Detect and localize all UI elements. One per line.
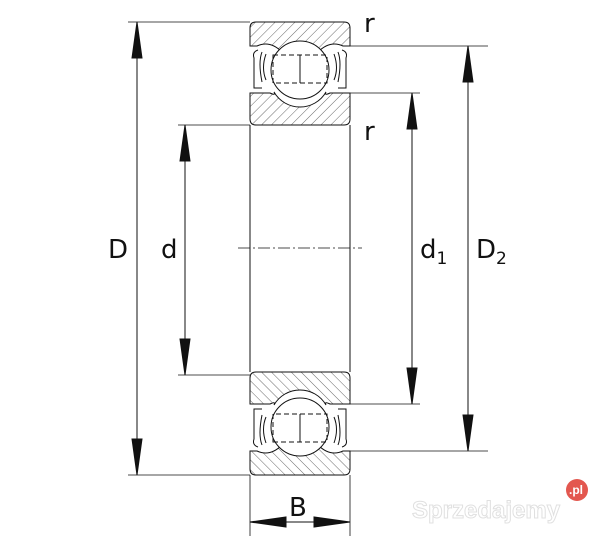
label-r-outer: r xyxy=(364,9,375,39)
watermark-text: Sprzedajemy xyxy=(412,497,561,524)
bearing-section-bottom xyxy=(249,371,351,476)
dimension-B xyxy=(249,516,351,528)
label-d: d xyxy=(161,235,178,265)
seal-right-top xyxy=(333,49,347,89)
label-D2: D2 xyxy=(476,235,507,269)
extension-lines xyxy=(128,21,488,536)
dimension-d xyxy=(179,124,191,376)
arrow-down-icon xyxy=(131,438,143,476)
label-r-inner: r xyxy=(364,117,375,147)
arrow-up-icon xyxy=(179,124,191,162)
seal-left-top xyxy=(253,49,267,89)
bearing-section-top xyxy=(249,21,351,126)
arrow-up-icon xyxy=(462,45,474,83)
dimension-d1 xyxy=(406,92,418,405)
watermark-logo: Sprzedajemy .pl xyxy=(412,479,588,525)
label-D: D xyxy=(108,235,128,265)
label-B: B xyxy=(289,493,307,523)
dimension-D xyxy=(131,21,143,476)
label-d1: d1 xyxy=(420,235,447,269)
inner-ring-top xyxy=(249,91,351,126)
arrow-down-icon xyxy=(406,367,418,405)
dimension-D2 xyxy=(462,45,474,452)
arrow-up-icon xyxy=(131,21,143,59)
arrow-down-icon xyxy=(462,414,474,452)
arrow-left-icon xyxy=(249,516,287,528)
watermark-suffix: .pl xyxy=(569,483,583,497)
watermark-badge xyxy=(566,479,588,501)
arrow-right-icon xyxy=(313,516,351,528)
arrow-down-icon xyxy=(179,338,191,376)
arrow-up-icon xyxy=(406,92,418,130)
